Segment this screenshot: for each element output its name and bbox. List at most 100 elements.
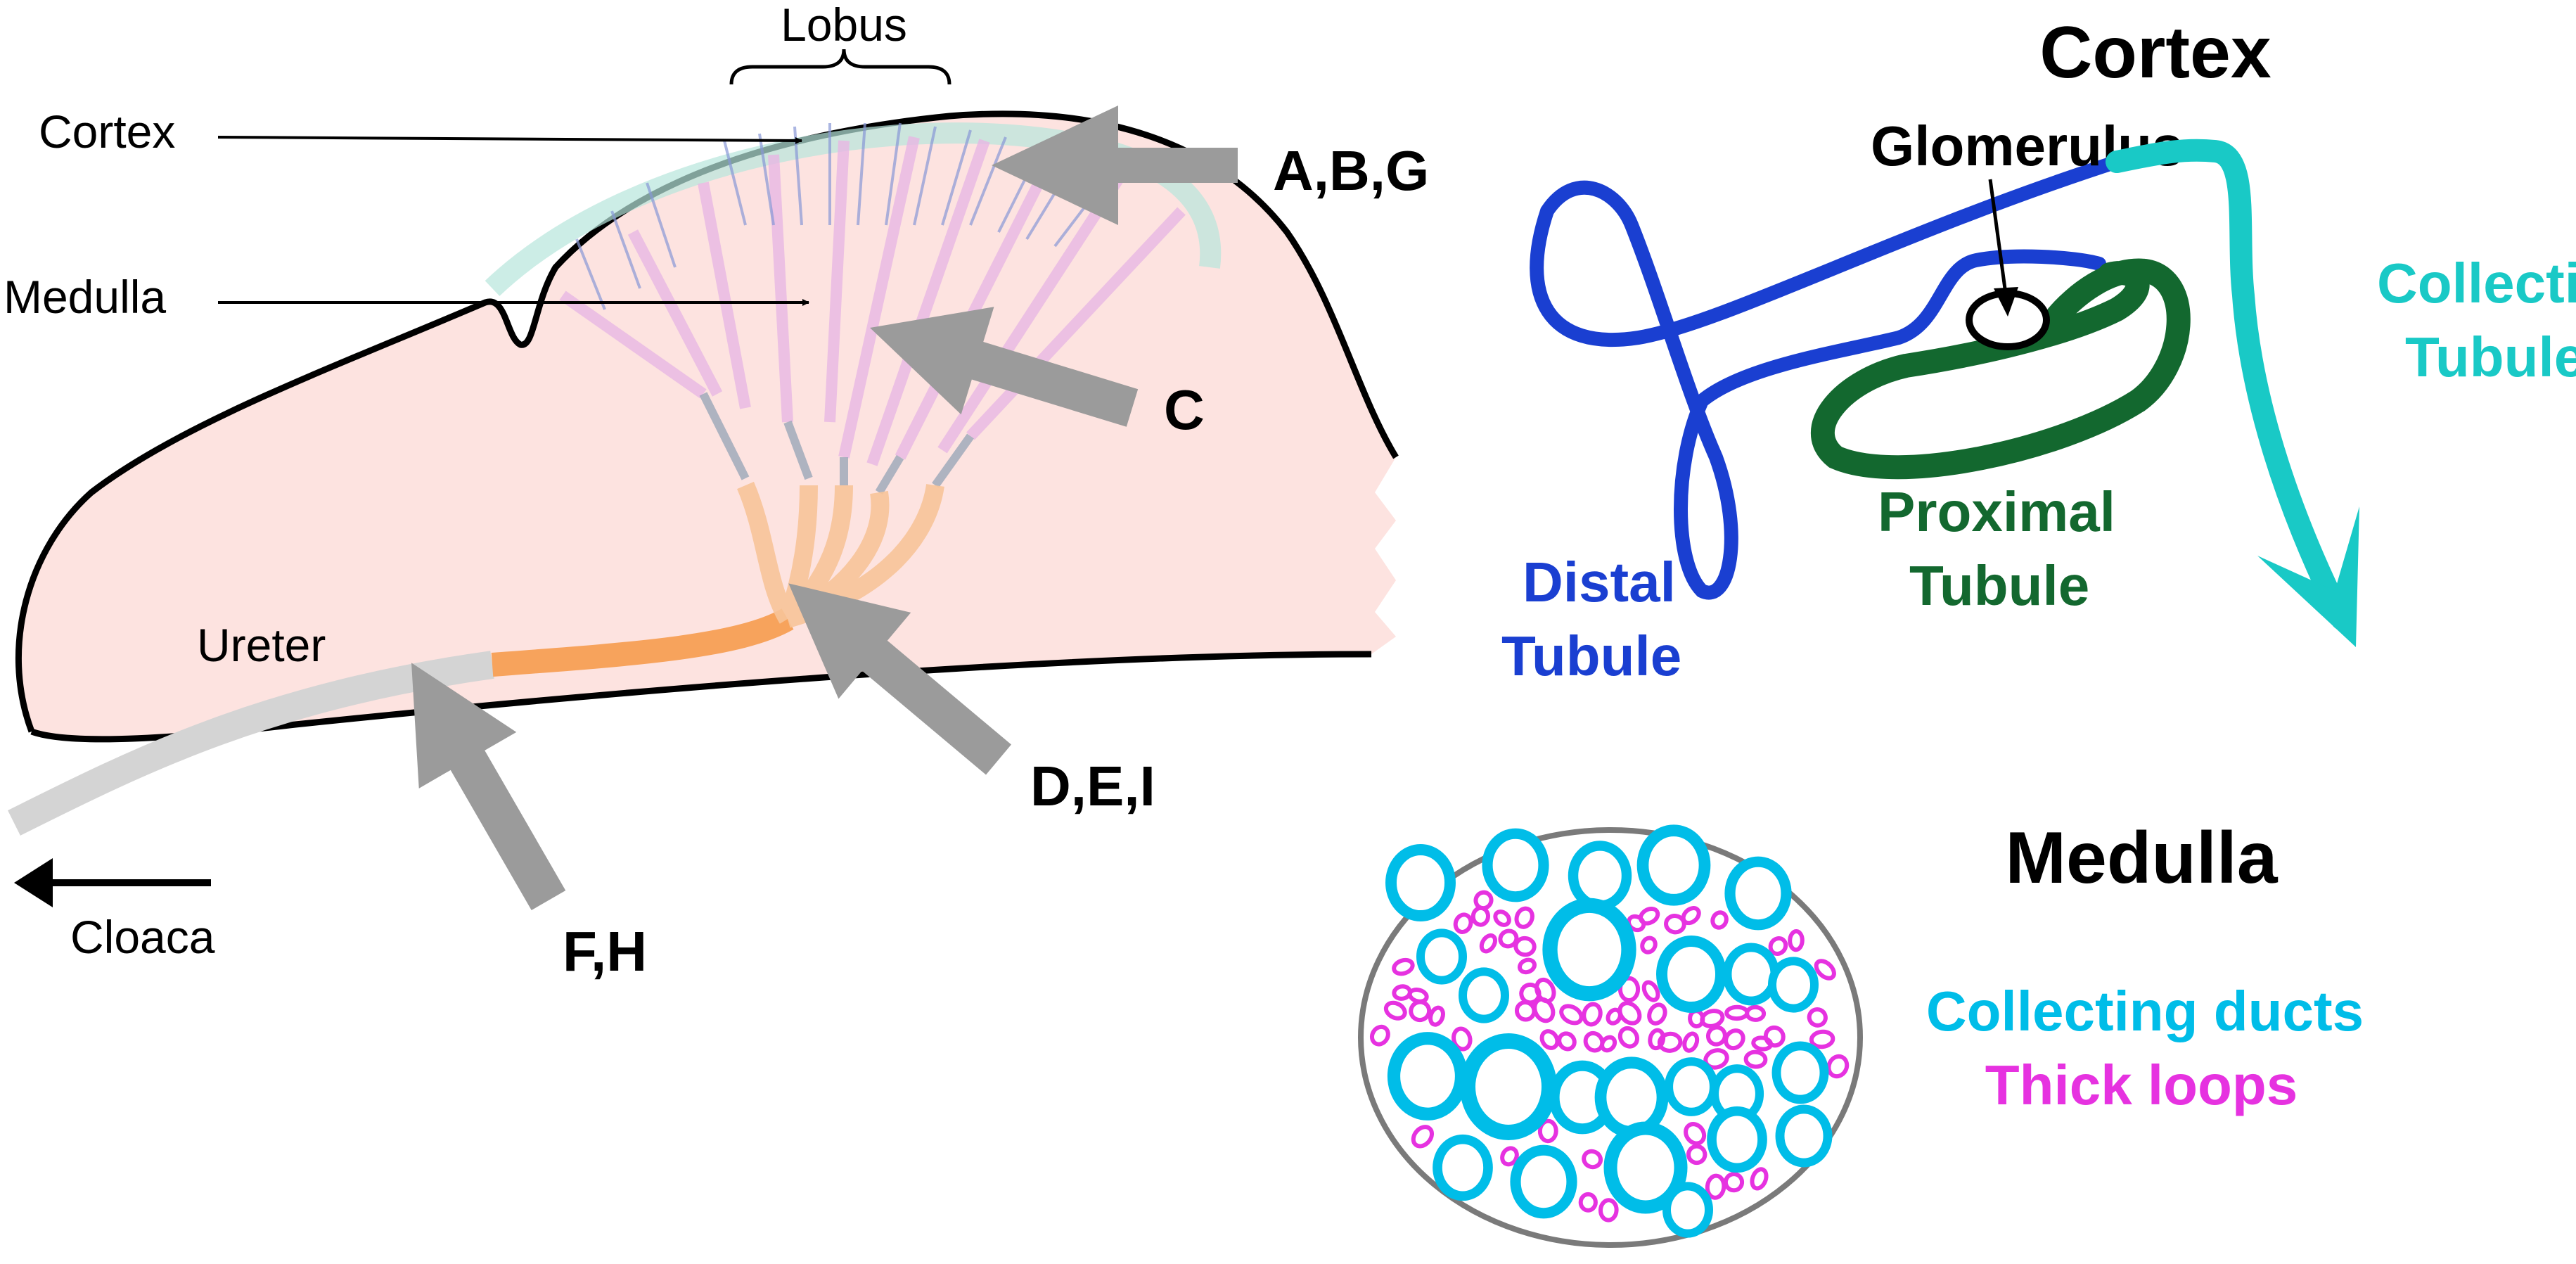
thick-loop (1369, 1024, 1390, 1047)
thick-loop (1582, 1149, 1603, 1170)
thick-loop (1537, 1118, 1558, 1144)
distal-tubule (1530, 155, 2124, 600)
collecting-duct (1656, 935, 1726, 1014)
collecting-tubule (2106, 139, 2353, 630)
thick-loop (1745, 1004, 1767, 1022)
cortex-title: Cortex (2039, 12, 2271, 94)
kidney-lower-outline (30, 651, 1372, 743)
thick-loop (1647, 1002, 1667, 1026)
collecting-ducts (1385, 824, 1833, 1238)
medulla-panel: Medulla Collecting ducts Thick loops (1358, 817, 2364, 1248)
collecting-duct (1568, 841, 1632, 911)
arrow-abg (992, 106, 1238, 225)
cloaca-label: Cloaca (70, 911, 215, 963)
collecting-duct (1662, 1182, 1713, 1238)
thick-loop (1640, 936, 1658, 955)
thick-loop (1600, 1035, 1617, 1053)
ureter-label: Ureter (197, 619, 326, 671)
collecting-label-1: Collecting (2377, 252, 2576, 314)
thick-loop (1807, 1007, 1828, 1028)
thick-loop (1743, 1049, 1768, 1069)
thick-loop (1598, 1198, 1619, 1222)
kidney-section: Lobus Cortex Medulla Ureter Cloaca A,B,G… (4, 0, 1429, 983)
thick-loop (1763, 1025, 1786, 1048)
thick-loop (1724, 1028, 1745, 1051)
collecting-duct (1510, 1144, 1577, 1219)
thick-loop (1383, 1000, 1407, 1021)
thick-loop (1684, 1122, 1707, 1146)
thick-loop (1768, 936, 1788, 956)
glomerulus-pointer-head (1994, 287, 2018, 317)
thick-loop (1470, 905, 1491, 927)
thick-loop (1788, 929, 1805, 952)
thick-loop (1705, 1025, 1727, 1047)
distal-label-2: Tubule (1501, 625, 1681, 687)
thick-loop (1514, 906, 1534, 929)
collecting-duct (1603, 1121, 1688, 1214)
proximal-label-1: Proximal (1878, 480, 2115, 543)
thick-loop (1518, 957, 1537, 975)
proximal-tubule (1810, 258, 2191, 480)
cortex-pointer (217, 136, 802, 144)
thick-loop (1710, 910, 1729, 930)
thick-loop (1578, 1192, 1598, 1213)
thick-loop (1750, 1167, 1769, 1191)
collecting-duct (1707, 1106, 1767, 1173)
thick-loop (1428, 1005, 1445, 1027)
thick-loop (1493, 909, 1511, 927)
lobus-label: Lobus (781, 0, 907, 51)
arrow-fh (411, 663, 566, 910)
cloaca-arrowhead (14, 858, 53, 907)
thick-loop (1582, 1002, 1603, 1027)
thick-loop (1453, 912, 1473, 934)
distal-label-1: Distal (1523, 551, 1676, 613)
collecting-duct (1636, 824, 1711, 906)
thick-loop (1705, 1173, 1726, 1200)
thick-loop (1539, 1029, 1560, 1050)
thick-loop (1559, 1004, 1584, 1026)
collecting-duct (1416, 928, 1467, 985)
ureter-gray (8, 651, 494, 836)
collecting-duct (1482, 828, 1549, 902)
collecting-duct (1664, 1057, 1719, 1116)
arrow-c-label: C (1164, 378, 1205, 441)
thick-loop (1809, 1029, 1835, 1049)
thick-loop (1532, 997, 1556, 1023)
thick-loop (1513, 936, 1537, 957)
thick-loops (1369, 890, 1850, 1222)
lobus-brace (729, 49, 951, 85)
thick-loop (1411, 1125, 1435, 1149)
collecting-duct (1724, 856, 1792, 931)
collecting-arrowhead (2257, 506, 2359, 647)
thick-loop (1641, 980, 1660, 1002)
collecting-duct (1459, 1033, 1558, 1140)
collecting-duct (1771, 1041, 1829, 1104)
kidney-body (18, 113, 1397, 739)
collecting-label-2: Tubule (2405, 326, 2576, 388)
arrow-fh-label: F,H (563, 920, 647, 983)
thick-loop (1657, 1031, 1683, 1053)
collecting-duct (1433, 1134, 1493, 1201)
thick-loop (1452, 1026, 1473, 1052)
arrow-abg-label: A,B,G (1273, 139, 1429, 202)
arrow-dei-label: D,E,I (1030, 755, 1155, 817)
cortex-label: Cortex (39, 106, 175, 158)
collecting-duct (1722, 943, 1780, 1006)
collecting-duct (1385, 843, 1456, 922)
collecting-duct (1387, 1032, 1468, 1121)
medulla-title: Medulla (2005, 817, 2278, 899)
thick-loop (1826, 1054, 1850, 1079)
thick-loop (1479, 933, 1498, 954)
arrow-c (870, 307, 1139, 427)
thick-loop (1409, 1000, 1432, 1023)
legend-thick-loops: Thick loops (1985, 1054, 2298, 1116)
proximal-label-2: Tubule (1909, 554, 2089, 617)
thick-loop (1686, 1144, 1707, 1166)
thick-loop (1392, 957, 1415, 976)
thick-loop (1500, 1146, 1519, 1167)
thick-loop (1682, 1031, 1700, 1053)
thick-loop (1557, 1031, 1577, 1052)
thick-loop (1583, 1030, 1605, 1053)
collecting-duct (1542, 898, 1636, 1002)
collecting-duct (1775, 1104, 1833, 1168)
